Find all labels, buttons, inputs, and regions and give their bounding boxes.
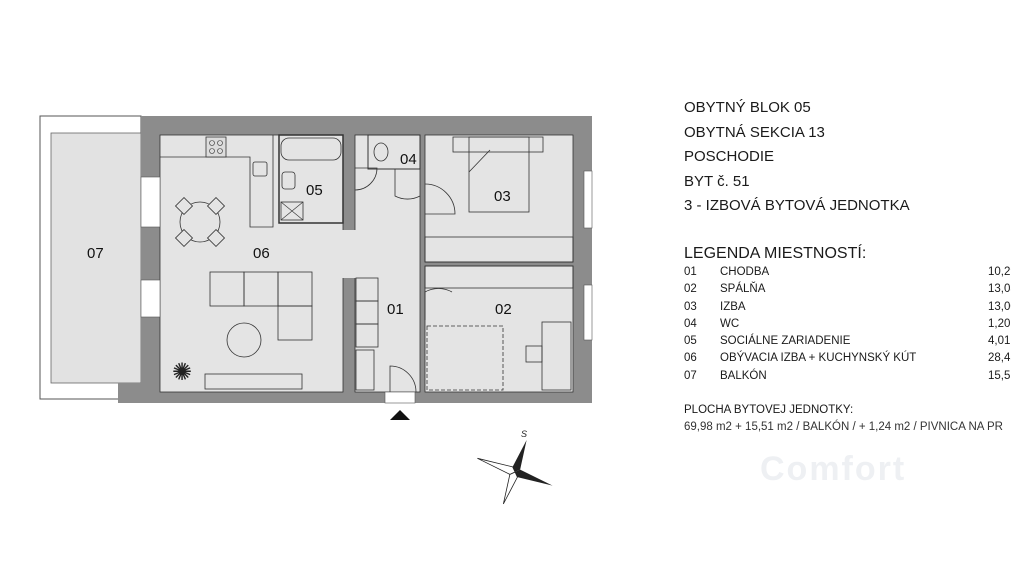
room-name: IZBA (720, 300, 746, 313)
room-name: SPÁLŇA (720, 283, 766, 296)
floor-label: POSCHODIE (684, 148, 775, 165)
room-name: BALKÓN (720, 369, 767, 382)
floor-plan: ✺ 07 06 05 04 03 02 01 (39, 115, 593, 505)
room-number: 04 (684, 317, 697, 330)
section-label: OBYTNÁ SEKCIA 13 (684, 123, 825, 141)
type-label: 3 - IZBOVÁ BYTOVÁ JEDNOTKA (684, 197, 910, 214)
sofa-icon (209, 271, 313, 341)
room-number: 01 (684, 266, 697, 278)
balcony-notch (118, 383, 148, 403)
kitchen-sink-icon (252, 161, 268, 177)
stove-icon (205, 136, 227, 158)
room-label-01: 01 (387, 301, 404, 318)
tv-stand-icon (204, 373, 303, 390)
bathtub-icon (280, 137, 342, 161)
room-label-07: 07 (87, 245, 104, 262)
room-number: 06 (684, 352, 697, 365)
bed-icon-02 (426, 325, 504, 391)
room-area: 13,03 (988, 283, 1011, 296)
flat-label: BYT č. 51 (684, 172, 750, 190)
room-area: 10,29 (988, 266, 1011, 278)
room-number: 03 (684, 300, 697, 313)
room-name: WC (720, 317, 740, 330)
wardrobe-02-icon (424, 265, 574, 289)
watermark: Comfort (760, 450, 907, 488)
block-label: OBYTNÝ BLOK 05 (684, 99, 811, 116)
plant-icon: ✺ (172, 359, 192, 386)
balcony-floor (50, 132, 142, 384)
room-02-floor (424, 265, 574, 393)
dining-table-icon (179, 201, 221, 243)
compass-rose-icon (477, 440, 553, 505)
room-area: 13,00 (988, 300, 1011, 313)
room-number: 07 (684, 369, 697, 382)
room-name: CHODBA (720, 266, 770, 278)
room-name: OBÝVACIA IZBA + KUCHYNSKÝ KÚT (720, 352, 917, 365)
wardrobe-03-icon (424, 236, 574, 263)
room-name: SOCIÁLNE ZARIADENIE (720, 335, 851, 348)
room-label-06: 06 (253, 245, 270, 262)
windows (140, 170, 593, 404)
total-area-title: PLOCHA BYTOVEJ JEDNOTKY: (684, 404, 854, 416)
apartment-info: OBYTNÝ BLOK 05 OBYTNÁ SEKCIA 13 POSCHODI… (684, 96, 910, 219)
room-area: 15,51 (988, 369, 1011, 382)
chair-02-icon (525, 345, 543, 363)
entrance-arrow-icon (390, 410, 410, 420)
room-area: 4,01 (988, 335, 1011, 348)
corridor-06-opening (340, 230, 358, 278)
washbasin-icon (281, 171, 296, 190)
coffee-table-icon (226, 322, 262, 358)
room-05-floor (278, 134, 344, 224)
room-number: 05 (684, 335, 697, 348)
room-01-floor (354, 134, 421, 393)
room-04-floor (367, 134, 421, 170)
door-swings (354, 167, 456, 393)
shower-icon (280, 201, 304, 221)
room-area: 28,45 (988, 352, 1011, 365)
room-label-05: 05 (306, 182, 323, 199)
room-label-04: 04 (400, 151, 417, 168)
room-label-03: 03 (494, 188, 511, 205)
corridor-wardrobe-icon (355, 277, 379, 391)
room-label-02: 02 (495, 301, 512, 318)
room-area: 1,20 (988, 317, 1011, 330)
chair-icons (174, 196, 226, 248)
legend-title: LEGENDA MIESTNOSTÍ: (684, 245, 867, 262)
total-area-value: 69,98 m2 + 15,51 m2 / BALKÓN / + 1,24 m2… (684, 421, 1003, 433)
room-number: 02 (684, 283, 697, 296)
bed-icon-03 (452, 136, 544, 213)
toilet-icon (373, 142, 389, 162)
compass-label: S (521, 429, 527, 439)
